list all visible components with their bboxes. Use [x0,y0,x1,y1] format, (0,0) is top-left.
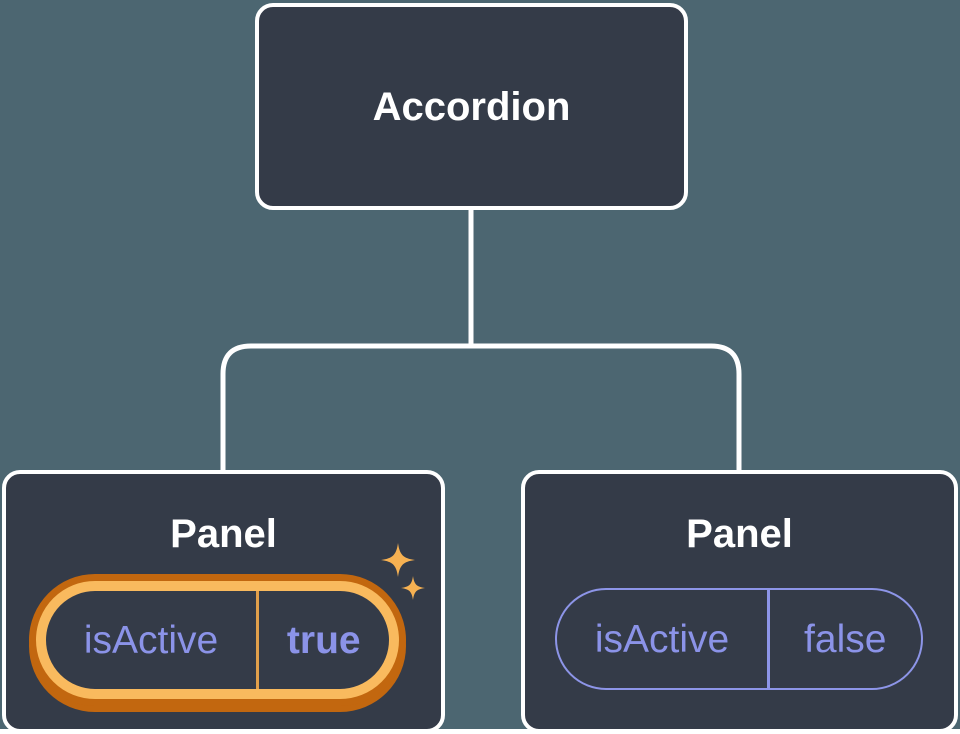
panel-label: Panel [686,512,793,556]
prop-value: true [286,618,361,662]
sparkles-icon [381,543,425,600]
prop-name: isActive [594,617,730,661]
pill-divider [256,591,259,689]
connector-branch [220,343,742,472]
node-panel-active: Panel isActive true [2,470,445,733]
state-pill-active: isActive true [36,581,399,699]
prop-name: isActive [83,618,219,662]
state-pill-inactive: isActive false [555,588,923,690]
pill-divider [767,590,770,688]
panel-label: Panel [170,512,277,556]
prop-value: false [804,617,887,661]
accordion-label: Accordion [372,84,571,129]
node-panel-inactive: Panel isActive false [521,470,958,733]
node-accordion: Accordion [255,3,688,210]
